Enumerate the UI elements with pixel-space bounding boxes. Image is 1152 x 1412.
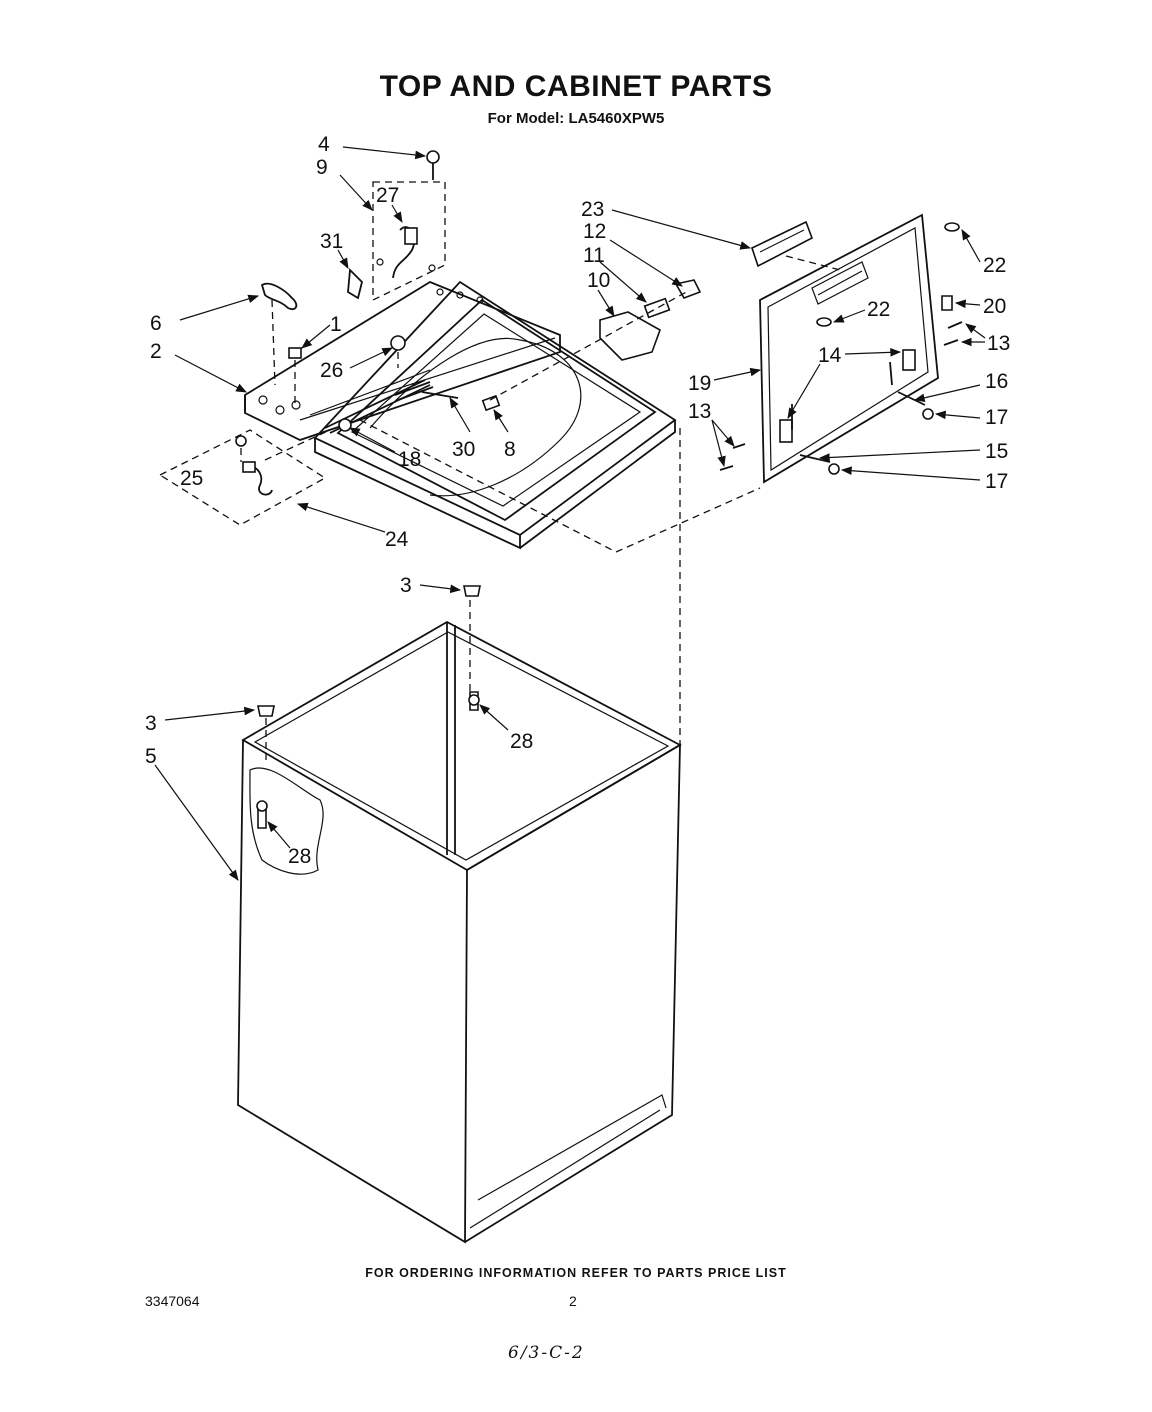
assembly-lines [265, 419, 681, 760]
callout-27: 27 [376, 184, 399, 207]
lid-assembly [615, 213, 963, 553]
callout-9: 9 [316, 156, 328, 179]
callout-31: 31 [320, 230, 343, 253]
callout-1: 1 [330, 313, 342, 336]
handwritten-note: 6/3-C-2 [508, 1343, 585, 1363]
document-number: 3347064 [145, 1293, 200, 1309]
callout-25: 25 [180, 467, 203, 490]
callout-5: 5 [145, 745, 157, 768]
model-subtitle: For Model: LA5460XPW5 [487, 110, 665, 127]
callout-4: 4 [318, 133, 330, 156]
callout-19: 19 [688, 372, 711, 395]
callout-15: 15 [985, 440, 1008, 463]
callout-12: 12 [583, 220, 606, 243]
callout-26: 26 [320, 359, 343, 382]
callout-20: 20 [983, 295, 1006, 318]
callout-3-lower: 3 [145, 712, 157, 735]
callout-28-lower: 28 [288, 845, 311, 868]
small-parts-top [158, 150, 702, 526]
cabinet [237, 585, 682, 1244]
callout-22-lower: 22 [867, 298, 890, 321]
callout-28-upper: 28 [510, 730, 533, 753]
leader-lines [154, 146, 986, 881]
callout-17-upper: 17 [985, 406, 1008, 429]
callout-18: 18 [398, 448, 421, 471]
callout-6: 6 [150, 312, 162, 335]
callout-3-upper: 3 [400, 574, 412, 597]
callout-17-lower: 17 [985, 470, 1008, 493]
callout-8: 8 [504, 438, 516, 461]
callout-11: 11 [583, 244, 605, 267]
ordering-note: FOR ORDERING INFORMATION REFER TO PARTS … [365, 1266, 787, 1280]
callout-labels: 4 9 27 31 6 1 2 26 25 18 30 8 24 23 12 1… [145, 133, 1010, 868]
callout-16: 16 [985, 370, 1008, 393]
callout-2: 2 [150, 340, 162, 363]
callout-13-right: 13 [987, 332, 1010, 355]
callout-24: 24 [385, 528, 409, 551]
washer-top [244, 280, 677, 550]
callout-10: 10 [587, 269, 610, 292]
callout-22-upper: 22 [983, 254, 1006, 277]
callout-13-left: 13 [688, 400, 711, 423]
page-number: 2 [569, 1293, 577, 1309]
callout-14: 14 [818, 344, 842, 367]
callout-30: 30 [452, 438, 475, 461]
callout-23: 23 [581, 198, 604, 221]
page-title: TOP AND CABINET PARTS [379, 70, 773, 103]
